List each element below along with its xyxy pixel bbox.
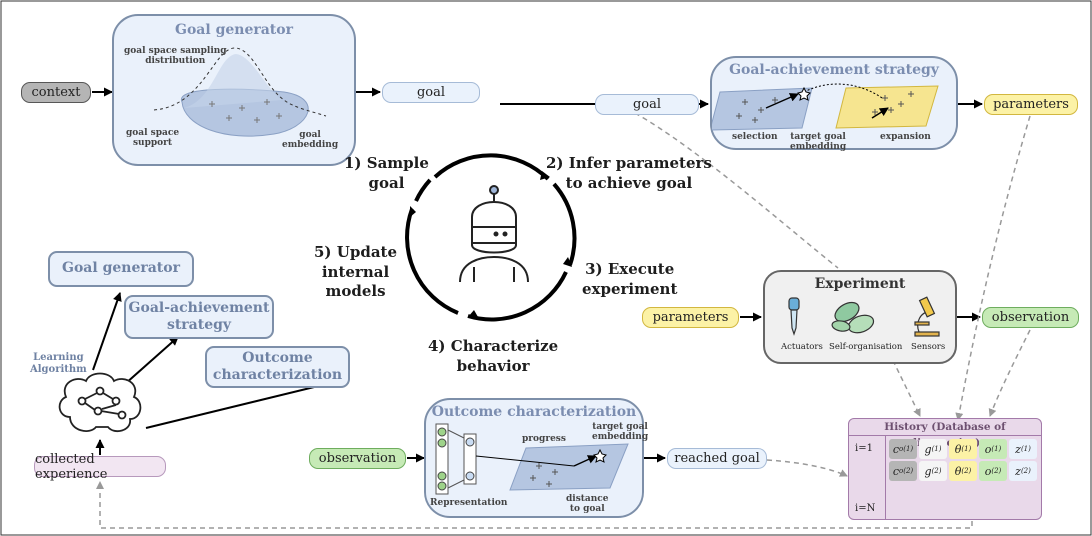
dashed-parameters-to-history [955,115,1031,421]
dashed-observation-to-history [988,329,1031,417]
progress-label: progress [522,434,566,444]
history-cell-observation-1: o(1) [979,439,1007,459]
dashed-history-to-experience [96,481,973,529]
parameters-input-box: parameters [642,307,739,328]
goal-generator-panel: Goal generator goal space sampling distr… [112,14,356,166]
arrow-brain-to-outcome [145,377,344,429]
reached-goal-box: reached goal [667,448,767,469]
history-cell-embedding-2: z(2) [1009,461,1037,481]
experiment-panel: Experiment Actuators Self-organisation S… [763,270,957,364]
goal-embedding-label: goal embedding [282,130,339,151]
la-strategy: Goal-achievement strategy [124,295,274,339]
collected-experience-box: collected experience [34,452,166,482]
cells-icon [831,301,875,334]
strategy-title: Goal-achievement strategy [729,62,939,78]
strategy-illustration [712,83,939,131]
actuators-label: Actuators [781,342,823,352]
history-cell-goal-2: g(2) [919,461,947,481]
self-organisation-label: Self-organisation [829,342,903,352]
learning-algorithm-label: Learning Algorithm [30,352,87,375]
step-3-label: 3) Execute experiment [582,260,678,298]
history-panel: History (Database of discoveries) i=1 i=… [848,418,1042,520]
outcome-title: Outcome characterization [431,404,637,420]
observation-input-box: observation [309,448,406,469]
experiment-illustration [788,296,940,337]
goal-space-support-label: goal space support [126,128,180,149]
experiment-title: Experiment [814,276,906,292]
goal-generator-title: Goal generator [175,22,293,38]
distribution-illustration [153,47,327,137]
parameters-output-box: parameters [984,94,1078,115]
history-cell-observation-2: o(2) [979,461,1007,481]
history-row-label-n: i=N [855,503,876,514]
strategy-target-label: target goal embedding [790,132,847,153]
microscope-icon [914,296,940,337]
representation-label: Representation [430,498,508,508]
robot-icon [459,185,529,283]
goal-output-box: goal [382,82,480,103]
step-2-label: 2) Infer parameters to achieve goal [546,154,712,192]
sensors-label: Sensors [911,342,946,352]
outcome-target-label: target goal embedding [592,422,649,443]
step-1-label: 1) Sample goal [344,154,429,192]
la-goal-generator: Goal generator [48,251,194,287]
distance-label: distance to goal [566,494,609,515]
context-box: context [21,82,91,103]
step-5-label: 5) Update internal models [314,243,398,300]
strategy-panel: Goal-achievement strategy selection targ… [710,56,958,153]
history-cell-goal-1: g(1) [919,439,947,459]
cycle-ring [405,153,577,322]
dashed-goal-to-experiment [634,112,839,269]
outcome-panel: Outcome characterization progress target… [424,398,648,518]
la-outcome: Outcome characterization [205,346,350,388]
observation-output-box: observation [982,307,1079,328]
dashed-reached-to-history [766,459,848,477]
history-cell-parameters-1: θ(1) [949,439,977,459]
arrow-brain-to-goal-generator [92,292,122,371]
history-index-column [849,435,886,519]
pipette-icon [788,297,800,336]
outcome-illustration [435,423,629,495]
sampling-distribution-label: goal space sampling distribution [124,46,227,67]
expansion-label: expansion [880,132,931,142]
selection-label: selection [732,132,778,142]
history-row-label-1: i=1 [855,443,873,454]
step-4-label: 4) Characterize behavior [428,337,559,375]
brain-icon [58,372,142,433]
history-title: History (Database of discoveries) [849,419,1041,449]
goal-input-box: goal [595,94,699,115]
history-cell-parameters-2: θ(2) [949,461,977,481]
history-cell-embedding-1: z(1) [1009,439,1037,459]
